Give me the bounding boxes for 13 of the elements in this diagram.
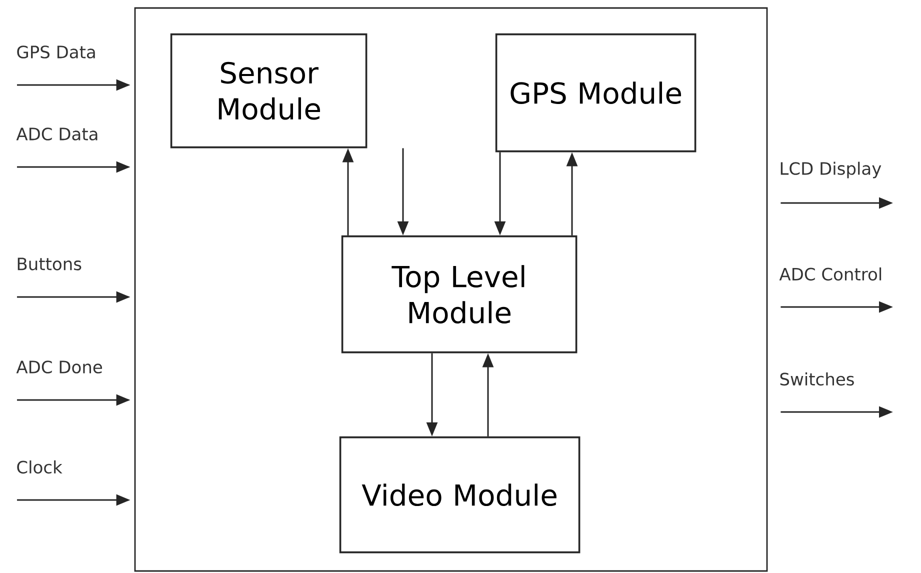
signal-label: ADC Data [16,128,98,140]
signal-label: LCD Display [780,162,882,178]
module-box: Video Module [339,436,580,554]
signal-label: Buttons [18,258,82,270]
signal-label: ADC Done [16,360,102,374]
module-box: Sensor Module [170,33,368,148]
signal-label: Clock [17,460,62,474]
signal-label: ADC Control [779,267,882,281]
system-boundary-box [134,7,768,572]
module-box: GPS Module [495,33,696,152]
signal-label: Switches [780,372,854,386]
module-box: Top Level Module [341,235,578,354]
signal-label: GPS Data [17,46,95,58]
